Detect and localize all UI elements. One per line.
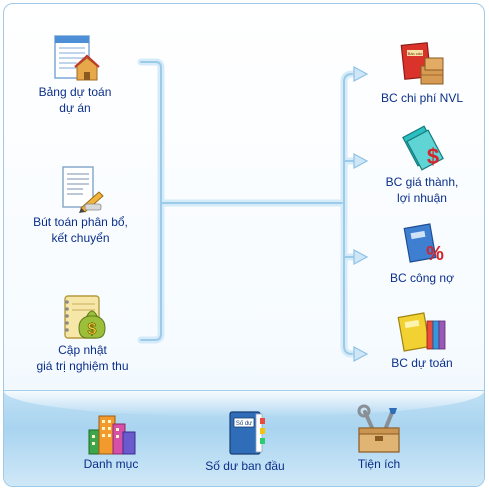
node-debt-label: BC công nợ (390, 271, 454, 285)
debt-report-icon: % (403, 223, 444, 265)
estimate-report-icon (397, 312, 446, 352)
node-material-cost-label: BC chi phí NVL (380, 91, 464, 105)
node-estimate[interactable]: Bảng dự toán dự án (20, 32, 130, 116)
node-allocation-label-1: Bút toán phân bổ, (33, 215, 128, 229)
node-cost-profit-label-2: lợi nhuận (397, 191, 447, 205)
node-allocation-journal[interactable]: Bút toán phân bổ, kết chuyển (18, 164, 143, 246)
buildings-icon (88, 415, 136, 455)
node-estimate-label-1: Bảng dự toán (38, 85, 112, 99)
utilities-label: Tiện ích (357, 457, 401, 471)
node-opening-balance[interactable]: Số dư Số dư ban đầu (192, 408, 298, 474)
book-cover-text: Số dư (236, 421, 252, 427)
node-categories[interactable]: Danh mục (66, 408, 156, 472)
node-acceptance-label-2: giá trị nghiệm thu (36, 359, 129, 373)
svg-text:%: % (426, 243, 444, 265)
node-estimate-report-label: BC dự toán (391, 356, 453, 370)
node-utilities[interactable]: Tiện ích (339, 404, 419, 472)
main-panel: Bảng dự toán dự án Bút toán phân bổ, kết… (3, 3, 485, 487)
bottom-toolbar (4, 390, 484, 486)
node-material-cost-report[interactable]: Báo cáo BC chi phí NVL (372, 38, 472, 106)
flow-connectors (137, 58, 369, 363)
node-cost-profit-report[interactable]: $ BC giá thành, lợi nhuận (372, 124, 472, 206)
node-debt-report[interactable]: % BC công nợ (372, 222, 472, 286)
report-tag-text: Báo cáo (408, 51, 423, 56)
node-allocation-label-2: kết chuyển (51, 231, 110, 245)
node-estimate-label-2: dự án (59, 101, 91, 115)
estimate-document-icon (54, 35, 100, 81)
opening-balance-label: Số dư ban đầu (205, 459, 285, 473)
node-estimate-report[interactable]: BC dự toán (372, 309, 472, 371)
acceptance-value-icon: $ (63, 295, 106, 339)
toolbox-icon (357, 404, 400, 453)
svg-text:$: $ (427, 144, 439, 169)
material-cost-report-icon: Báo cáo (400, 42, 444, 85)
svg-text:$: $ (87, 321, 96, 338)
categories-label: Danh mục (83, 457, 139, 471)
cost-profit-report-icon: $ (402, 125, 444, 171)
node-cost-profit-label-1: BC giá thành, (385, 175, 459, 189)
opening-balance-book-icon: Số dư (229, 411, 265, 455)
node-acceptance-value[interactable]: $ Cập nhật giá trị nghiệm thu (20, 292, 145, 374)
node-acceptance-label-1: Cập nhật (58, 343, 107, 357)
allocation-journal-icon (61, 166, 104, 213)
